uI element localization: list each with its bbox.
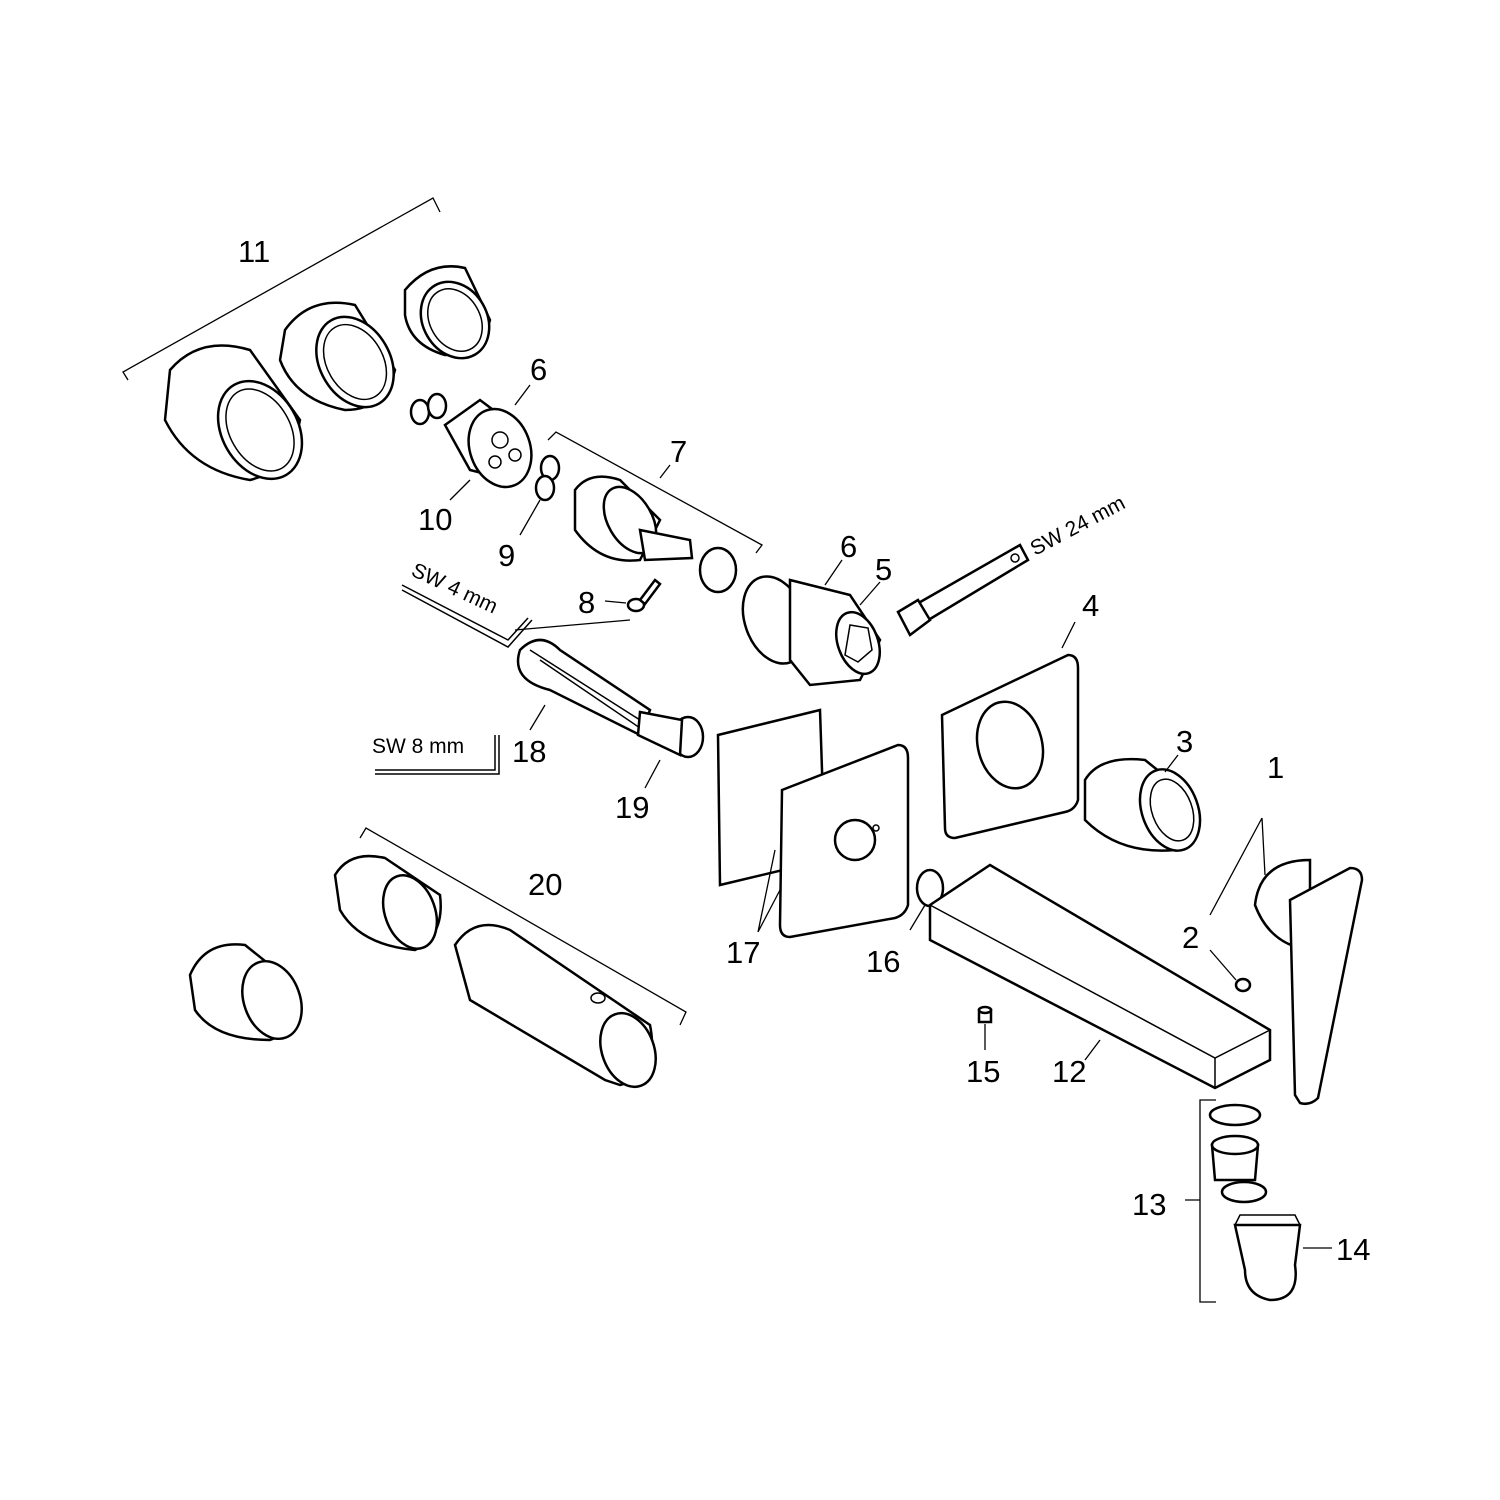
- label-4: 4: [1082, 588, 1099, 623]
- label-12: 12: [1052, 1054, 1086, 1089]
- part-11-extension-set: [122, 197, 492, 482]
- label-18: 18: [512, 734, 546, 769]
- label-8: 8: [578, 585, 595, 620]
- part-12-spout: [928, 863, 1272, 1090]
- label-14: 14: [1336, 1232, 1370, 1267]
- part-9-orings: [534, 454, 561, 502]
- part-8-screw: [626, 578, 662, 613]
- part-5-stop-valve: [741, 575, 882, 687]
- label-1: 1: [1267, 750, 1284, 785]
- part-4-rosette: [940, 653, 1080, 840]
- label-7: 7: [670, 434, 687, 469]
- label-9: 9: [498, 538, 515, 573]
- part-2-grub-screw: [1234, 977, 1252, 993]
- sw4-label: SW 4 mm: [408, 559, 501, 619]
- part-17-cover-plate: [716, 708, 910, 939]
- label-3: 3: [1176, 724, 1193, 759]
- part-14-aerator-key: [1233, 1214, 1302, 1302]
- part-13-aerator-set: [1208, 1103, 1302, 1302]
- label-17: 17: [726, 935, 760, 970]
- part-20-tool-set: [188, 854, 657, 1089]
- part-6-diverter-cartridge: [443, 398, 533, 489]
- part-18-extension-spindle: [516, 638, 705, 759]
- label-5: 5: [875, 552, 892, 587]
- label-19: 19: [615, 790, 649, 825]
- part-10-seals: [409, 392, 448, 426]
- label-6-bottom: 6: [840, 529, 857, 564]
- label-13: 13: [1132, 1187, 1166, 1222]
- part-3-sleeve: [1083, 758, 1202, 852]
- part-1-handle: [1253, 858, 1364, 1106]
- label-15: 15: [966, 1054, 1000, 1089]
- part-7-thermostatic-cartridge: [534, 454, 738, 594]
- sw8-label: SW 8 mm: [372, 735, 464, 758]
- label-20: 20: [528, 867, 562, 902]
- label-16: 16: [866, 944, 900, 979]
- label-6-top: 6: [530, 352, 547, 387]
- tool-sw4-allen-key: SW 4 mm: [401, 559, 631, 648]
- part-15-plug: [977, 1005, 993, 1024]
- label-11: 11: [238, 234, 270, 269]
- label-10: 10: [418, 502, 452, 537]
- tool-sw8-allen-key: SW 8 mm: [372, 735, 500, 775]
- sw24-label: SW 24 mm: [1027, 491, 1129, 560]
- label-2: 2: [1182, 920, 1199, 955]
